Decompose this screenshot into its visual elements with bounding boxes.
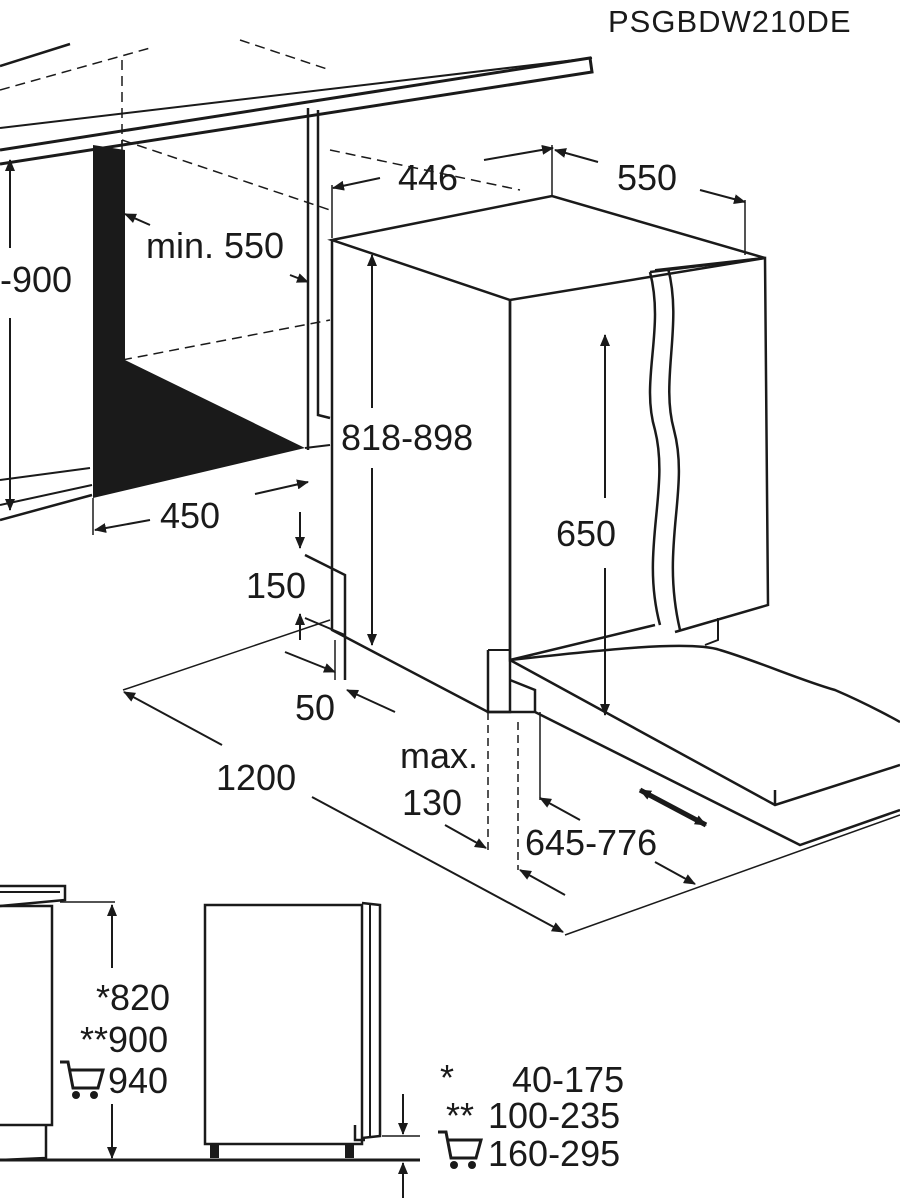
side-height-star: *820 [96,977,170,1018]
dim-min-depth: min. 550 [146,225,284,266]
dishwasher-body [304,194,900,847]
dim-door-range: 645-776 [525,822,657,863]
cart-icon [438,1130,483,1169]
range-double-star-mark: ** [446,1095,474,1136]
range-star-mark: * [440,1057,454,1098]
dim-niche-width: 450 [160,495,220,536]
dim-width-1200: 1200 [216,757,296,798]
cabinet-niche [0,39,594,522]
dim-plinth-150: 150 [246,565,306,606]
dim-gap-50: 50 [295,687,335,728]
dim-cabinet-height: -900 [0,259,72,300]
dim-height-range: 818-898 [341,417,473,458]
dim-depth-550: 550 [617,157,677,198]
side-height-double-star: **900 [80,1019,168,1060]
dim-depth-446: 446 [398,157,458,198]
side-height-cart: 940 [108,1060,168,1101]
range-cart: 160-295 [488,1133,620,1174]
model-title: PSGBDW210DE [608,4,852,39]
dimension-lines [4,144,900,936]
cart-icon [60,1060,105,1099]
niche-side-panel [93,145,305,498]
dim-max-value: 130 [402,782,462,823]
dim-door-650: 650 [556,513,616,554]
side-view-right [0,901,420,1198]
range-double-star: 100-235 [488,1095,620,1136]
range-star: 40-175 [512,1059,624,1100]
dim-max-label: max. [400,735,478,776]
